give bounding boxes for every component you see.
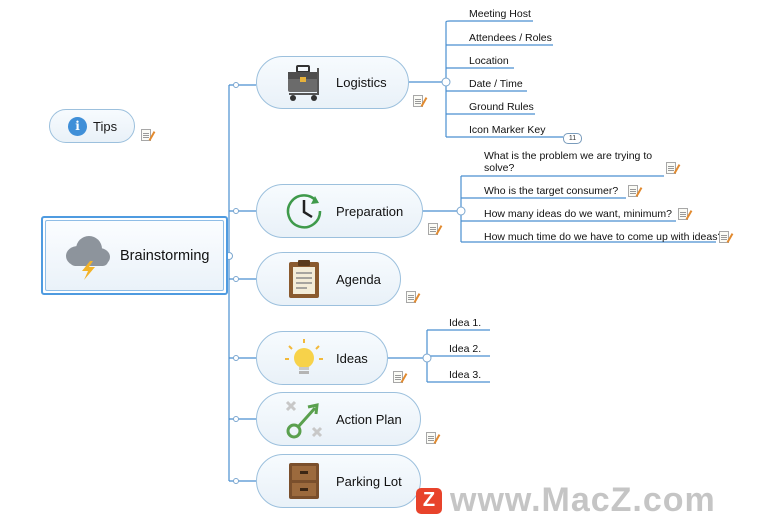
subtopic-date-time[interactable]: Date / Time — [469, 78, 523, 90]
subtopic-attendees-roles[interactable]: Attendees / Roles — [469, 32, 552, 44]
subtopic-idea-1[interactable]: Idea 1. — [449, 317, 482, 329]
clipboard-icon — [289, 260, 319, 298]
cabinet-icon — [289, 463, 319, 499]
clock-icon — [286, 194, 322, 229]
topic-logistics-label: Logistics — [336, 75, 387, 90]
central-topic-brainstorming[interactable]: Brainstorming — [41, 216, 228, 295]
subtopic-ideas-minimum[interactable]: How many ideas do we want, minimum? — [484, 208, 672, 220]
topic-action-plan[interactable]: Action Plan — [256, 392, 421, 446]
subtopic-time-available[interactable]: How much time do we have to come up with… — [484, 231, 724, 243]
subtopic-idea-2[interactable]: Idea 2. — [449, 343, 482, 355]
note-icon[interactable] — [141, 129, 151, 141]
watermark-text: www.MacZ.com — [450, 481, 716, 519]
watermark-logo: Z — [416, 487, 442, 514]
subtopic-problem-line1[interactable]: What is the problem we are trying to — [484, 150, 653, 162]
topic-agenda[interactable]: Agenda — [256, 252, 401, 306]
topic-ideas-label: Ideas — [336, 350, 368, 366]
collapsed-count-badge[interactable]: 11 — [563, 133, 582, 144]
note-icon[interactable] — [393, 371, 403, 383]
central-topic-inner: Brainstorming — [45, 220, 224, 291]
note-icon[interactable] — [719, 231, 729, 243]
topic-logistics[interactable]: Logistics — [256, 56, 409, 109]
subtopic-location[interactable]: Location — [469, 55, 509, 67]
note-icon[interactable] — [406, 291, 416, 303]
tic-tac-arrow-icon — [285, 400, 323, 439]
subtopic-ground-rules[interactable]: Ground Rules — [469, 101, 534, 113]
topic-ideas[interactable]: Ideas — [256, 331, 388, 385]
topic-preparation-label: Preparation — [336, 203, 404, 219]
central-topic-label: Brainstorming — [120, 247, 210, 264]
tips-label: Tips — [93, 118, 118, 134]
subtopic-meeting-host[interactable]: Meeting Host — [469, 8, 531, 20]
topic-parking-lot[interactable]: Parking Lot — [256, 454, 421, 508]
watermark: Z www.MacZ.com — [416, 481, 716, 520]
note-icon[interactable] — [428, 223, 438, 235]
note-icon[interactable] — [413, 95, 423, 107]
storm-cloud-icon — [66, 235, 110, 280]
topic-action-plan-label: Action Plan — [336, 411, 402, 427]
lightbulb-icon — [285, 339, 323, 374]
note-icon[interactable] — [678, 208, 688, 220]
note-icon[interactable] — [426, 432, 436, 444]
topic-preparation[interactable]: Preparation — [256, 184, 423, 238]
info-icon: i — [68, 116, 87, 136]
briefcase-cart-icon — [288, 64, 319, 101]
note-icon[interactable] — [666, 162, 676, 174]
subtopic-idea-3[interactable]: Idea 3. — [449, 369, 482, 381]
note-icon[interactable] — [628, 185, 638, 197]
tips-topic[interactable]: i Tips — [49, 109, 135, 143]
topic-parking-lot-label: Parking Lot — [336, 473, 402, 489]
subtopic-problem-line2[interactable]: solve? — [484, 162, 515, 174]
subtopic-target-consumer[interactable]: Who is the target consumer? — [484, 185, 619, 197]
topic-agenda-label: Agenda — [336, 271, 381, 287]
subtopic-icon-marker-key[interactable]: Icon Marker Key — [469, 124, 546, 136]
